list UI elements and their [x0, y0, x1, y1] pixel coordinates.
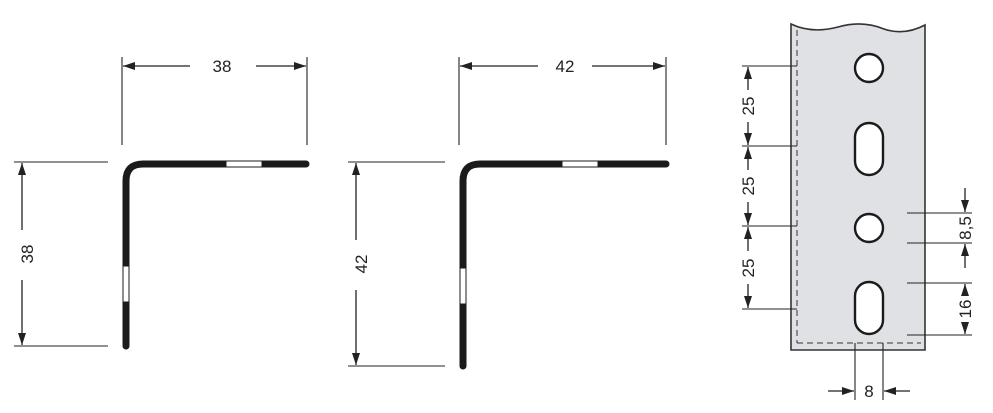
- pitch-dimension-label: 25: [739, 177, 758, 196]
- slot-marker: [459, 267, 467, 305]
- slot-marker: [225, 160, 263, 168]
- width-dimension-label: 38: [213, 57, 232, 76]
- angle-profile-shape: [122, 160, 310, 350]
- slot-marker: [122, 265, 130, 303]
- perforated-rail: 25 25 25 8,5 16 8: [739, 22, 975, 401]
- slot-height-label: 16: [956, 300, 975, 319]
- pitch-dimension-label: 25: [739, 97, 758, 116]
- height-dimension-label: 38: [18, 245, 37, 264]
- rail-plate: [790, 22, 926, 351]
- oblong-hole: [853, 121, 885, 177]
- slot-width-label: 8: [864, 382, 873, 401]
- round-hole: [853, 52, 885, 84]
- oblong-hole: [853, 280, 885, 336]
- round-hole: [853, 212, 885, 244]
- angle-profile-shape: [459, 160, 670, 370]
- angle-profile-large: 42 42: [348, 57, 670, 370]
- hole-diameter-label: 8,5: [956, 216, 975, 240]
- pitch-dimension-label: 25: [739, 259, 758, 278]
- width-dimension-label: 42: [556, 57, 575, 76]
- slot-marker: [561, 160, 599, 168]
- height-dimension-label: 42: [352, 255, 371, 274]
- angle-profile-small: 38 38: [14, 57, 310, 350]
